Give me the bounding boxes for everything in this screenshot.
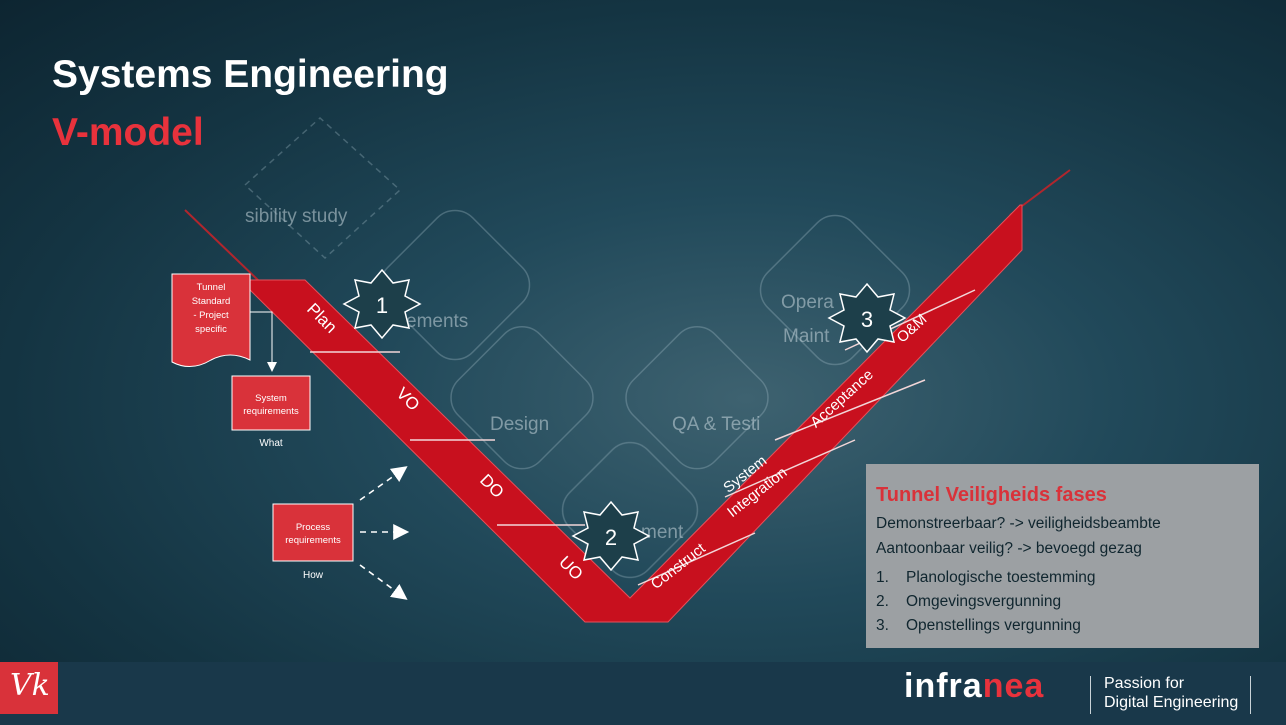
bg-label-implementation: ment (641, 522, 684, 543)
footer-bar (0, 662, 1286, 725)
process-arrows (359, 466, 410, 600)
bg-label-operations: Opera (781, 292, 834, 313)
v-band (238, 204, 1023, 623)
bg-label-feasibility: sibility study (245, 206, 348, 227)
list-item: 2.Omgevingsvergunning (876, 593, 1062, 610)
brand-tagline: Passion for Digital Engineering (1104, 675, 1239, 711)
doc-line-3: - Project (193, 310, 229, 321)
list-item: 3.Openstellings vergunning (876, 617, 1081, 634)
star-marker-3: 3 (827, 282, 907, 354)
slide-subtitle: V-model (52, 111, 204, 154)
bg-label-design: Design (490, 414, 549, 435)
tagline-divider (1250, 676, 1251, 714)
safety-phases-list: 1.Planologische toestemming 2.Omgevingsv… (876, 566, 1096, 638)
procreq-line-1: Process (296, 522, 331, 533)
doc-line-1: Tunnel (197, 282, 226, 293)
process-requirements-box: Process requirements How (272, 503, 354, 581)
bg-label-qa: QA & Testi (672, 414, 760, 435)
how-label: How (303, 570, 324, 581)
logo-mark-text: Vk (10, 668, 50, 703)
star-1-label: 1 (376, 293, 388, 318)
what-label: What (259, 438, 283, 449)
doc-line-2: Standard (192, 296, 231, 307)
infobox-line-2: Aantoonbaar veilig? -> bevoegd gezag (876, 540, 1142, 557)
tunnel-standard-doc: Tunnel Standard - Project specific (171, 273, 251, 367)
doc-to-sysreq-arrow (250, 311, 277, 372)
safety-phases-box: Tunnel Veiligheids fases Demonstreerbaar… (866, 464, 1259, 648)
bg-label-requirements: ements (406, 311, 468, 332)
list-item: 1.Planologische toestemming (876, 569, 1096, 586)
bg-label-maintenance: Maint (783, 326, 830, 347)
company-logo-mark: Vk (0, 662, 58, 714)
star-marker-1: 1 (342, 268, 422, 340)
procreq-line-2: requirements (285, 535, 341, 546)
slide-title: Systems Engineering (52, 53, 449, 96)
v-left-extension (184, 209, 261, 283)
star-3-label: 3 (861, 307, 873, 332)
star-2-label: 2 (605, 525, 617, 550)
brand-divider (1090, 676, 1091, 714)
infobox-line-1: Demonstreerbaar? -> veiligheidsbeambte (876, 515, 1161, 532)
sysreq-line-2: requirements (243, 406, 299, 417)
system-requirements-box: System requirements What (231, 375, 311, 449)
doc-line-4: specific (195, 324, 227, 335)
star-marker-2: 2 (571, 500, 651, 572)
sysreq-line-1: System (255, 393, 287, 404)
safety-phases-heading: Tunnel Veiligheids fases (876, 484, 1107, 506)
infranea-logo: infranea (904, 667, 1045, 705)
